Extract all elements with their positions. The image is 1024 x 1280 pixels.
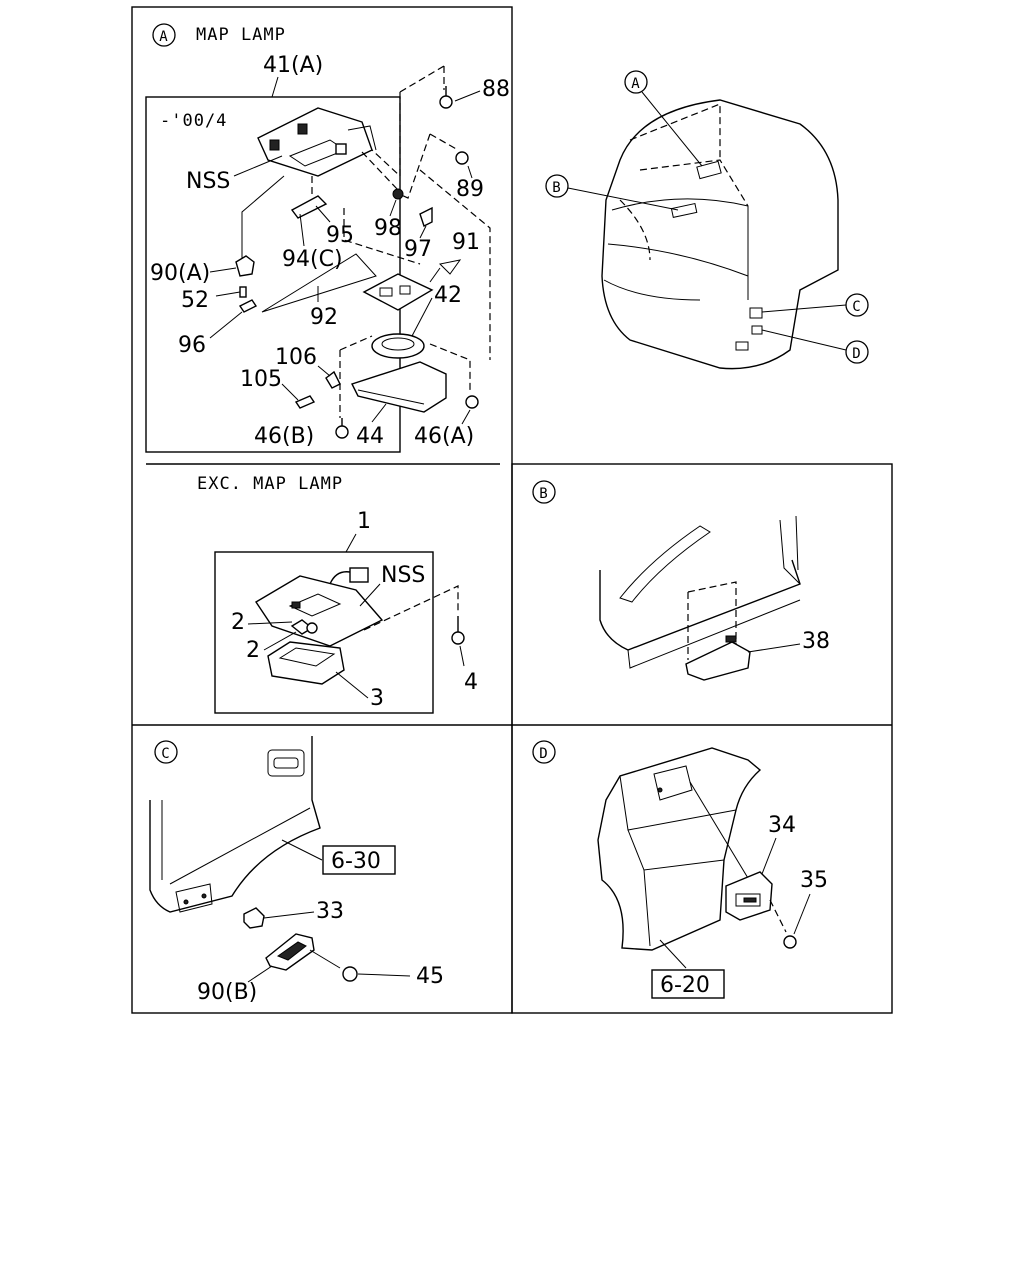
- exc-map-lamp-title: EXC. MAP LAMP: [197, 474, 343, 494]
- part-89-label: 89: [456, 177, 484, 202]
- part-90b-label: 90(B): [197, 980, 257, 1005]
- dome-lamp-box: [214, 551, 434, 714]
- part-34-label: 34: [768, 813, 796, 838]
- part-45-label: 45: [416, 964, 444, 989]
- part-33-label: 33: [316, 899, 344, 924]
- model-range-label: -'00/4: [160, 111, 227, 131]
- part-46b-label: 46(B): [254, 424, 314, 449]
- section-d: D 6-20 34 35: [532, 740, 828, 999]
- section-d-marker: D: [539, 746, 548, 762]
- part-97-label: 97: [404, 237, 432, 262]
- part-1-label: 1: [357, 509, 371, 534]
- exc-map-lamp-section: EXC. MAP LAMP 1 NSS 2 2 3 4: [197, 474, 478, 714]
- part-105-label: 105: [240, 367, 282, 392]
- part-96-label: 96: [178, 333, 206, 358]
- mounting-plate: [362, 273, 434, 311]
- cab-marker-a: A: [631, 76, 640, 92]
- part-92-label: 92: [310, 305, 338, 330]
- part-44-label: 44: [356, 424, 384, 449]
- part-98-label: 98: [374, 216, 402, 241]
- dome-lamp-cover: [267, 641, 345, 685]
- map-lamp-section: A MAP LAMP 41(A) -'00/4 NSS 88 89 98: [145, 23, 510, 453]
- lamp-cover: [351, 361, 447, 413]
- part-3-label: 3: [370, 686, 384, 711]
- lamp-34: [725, 871, 773, 921]
- ref-box-6-30: [322, 845, 396, 875]
- part-46a-label: 46(A): [414, 424, 474, 449]
- section-a-marker-circle: [152, 23, 176, 47]
- ref-6-20-label: 6-20: [660, 973, 710, 998]
- part-90a-label: 90(A): [150, 261, 210, 286]
- socket-33: [243, 907, 265, 929]
- part-106-label: 106: [275, 345, 317, 370]
- part-94c-label: 94(C): [282, 247, 343, 272]
- nss-label-2: NSS: [381, 563, 425, 588]
- cab-marker-b: B: [552, 180, 561, 196]
- section-c-marker: C: [161, 746, 170, 762]
- dome-lamp-housing: [255, 575, 384, 647]
- section-a-marker: A: [159, 29, 168, 45]
- map-lamp-title: MAP LAMP: [196, 25, 286, 45]
- part-95-label: 95: [326, 223, 354, 248]
- part-38-label: 38: [802, 629, 830, 654]
- ref-box-6-20: [651, 969, 725, 999]
- cab-marker-d: D: [852, 346, 861, 362]
- panel-frames: [131, 6, 893, 1014]
- section-b-marker: B: [539, 486, 548, 502]
- part-4-label: 4: [464, 670, 478, 695]
- part-91-label: 91: [452, 230, 480, 255]
- part-88-label: 88: [482, 77, 510, 102]
- part-41a-label: 41(A): [263, 53, 323, 78]
- ref-6-30-label: 6-30: [331, 849, 381, 874]
- cab-outline: [601, 99, 839, 370]
- courtesy-lamp-38: [685, 641, 751, 681]
- part-2b-label: 2: [246, 638, 260, 663]
- section-b: B 38: [532, 480, 830, 681]
- cab-marker-c: C: [852, 299, 861, 315]
- part-52-label: 52: [181, 288, 209, 313]
- part-35-label: 35: [800, 868, 828, 893]
- part-2a-label: 2: [231, 610, 245, 635]
- section-c: C 6-30 33 90(B) 45: [149, 736, 444, 1005]
- cab-overview: A B C D: [545, 70, 869, 370]
- part-42-label: 42: [434, 283, 462, 308]
- nss-label-1: NSS: [186, 169, 230, 194]
